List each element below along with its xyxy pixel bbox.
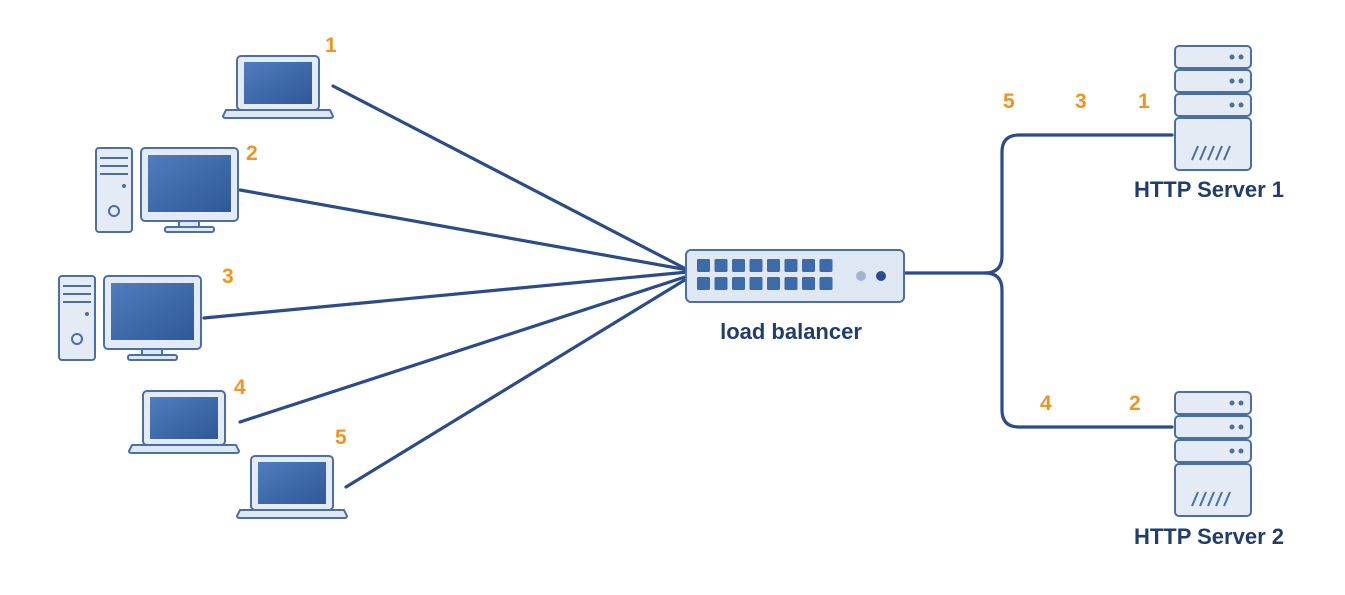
load-balancer-label: load balancer [720, 319, 862, 344]
connection-client-1 [331, 84, 690, 272]
client-2-desktop: 2 [95, 142, 258, 233]
connections [202, 84, 1174, 489]
client-1-laptop: 1 [221, 34, 337, 119]
client-5-laptop: 5 [235, 426, 349, 519]
switch-port [697, 277, 710, 290]
server-1-request-a: 5 [1003, 90, 1015, 113]
server-1-request-b: 3 [1075, 90, 1087, 113]
connection-server-2 [983, 271, 1174, 429]
server-2-request-b: 2 [1129, 392, 1141, 415]
switch-port [697, 259, 710, 272]
laptop-icon [235, 455, 349, 519]
switch-port [819, 277, 833, 290]
client-4-laptop: 4 [127, 376, 246, 454]
server-icon [1174, 391, 1252, 517]
server-2-label: HTTP Server 2 [1134, 524, 1284, 549]
client-1-label: 1 [325, 34, 337, 57]
connection-client-5 [344, 276, 690, 489]
connection-client-3 [202, 270, 690, 320]
switch-port [732, 277, 745, 290]
client-2-label: 2 [246, 142, 258, 165]
switch-port [767, 259, 780, 272]
switch-port [767, 277, 780, 290]
switch-ports [697, 259, 833, 290]
http-server-1: 5 3 1 HTTP Server 1 [1003, 45, 1284, 202]
switch-port [714, 259, 728, 272]
switch-icon [685, 249, 905, 303]
switch-port [714, 277, 728, 290]
monitor-icon [103, 275, 202, 361]
server-icon [1174, 45, 1252, 171]
server-1-label: HTTP Server 1 [1134, 177, 1284, 202]
client-5-label: 5 [335, 426, 347, 449]
tower-icon [58, 275, 96, 361]
switch-port [802, 259, 815, 272]
client-3-label: 3 [222, 265, 234, 288]
client-4-label: 4 [234, 376, 246, 399]
switch-port [819, 259, 833, 272]
switch-port [749, 259, 763, 272]
switch-port [784, 277, 798, 290]
switch-port [749, 277, 763, 290]
connection-client-4 [238, 274, 690, 424]
switch-port [802, 277, 815, 290]
switch-port [732, 259, 745, 272]
laptop-icon [221, 55, 335, 119]
tower-icon [95, 147, 133, 233]
load-balancer: load balancer [685, 249, 905, 344]
connection-server-1 [983, 133, 1174, 275]
laptop-icon [127, 390, 241, 454]
switch-port [784, 259, 798, 272]
connection-client-2 [238, 188, 690, 272]
server-1-request-c: 1 [1138, 90, 1150, 113]
http-server-2: 4 2 HTTP Server 2 [1040, 391, 1284, 549]
client-3-desktop: 3 [58, 265, 234, 361]
server-2-request-a: 4 [1040, 392, 1052, 415]
monitor-icon [140, 147, 239, 233]
